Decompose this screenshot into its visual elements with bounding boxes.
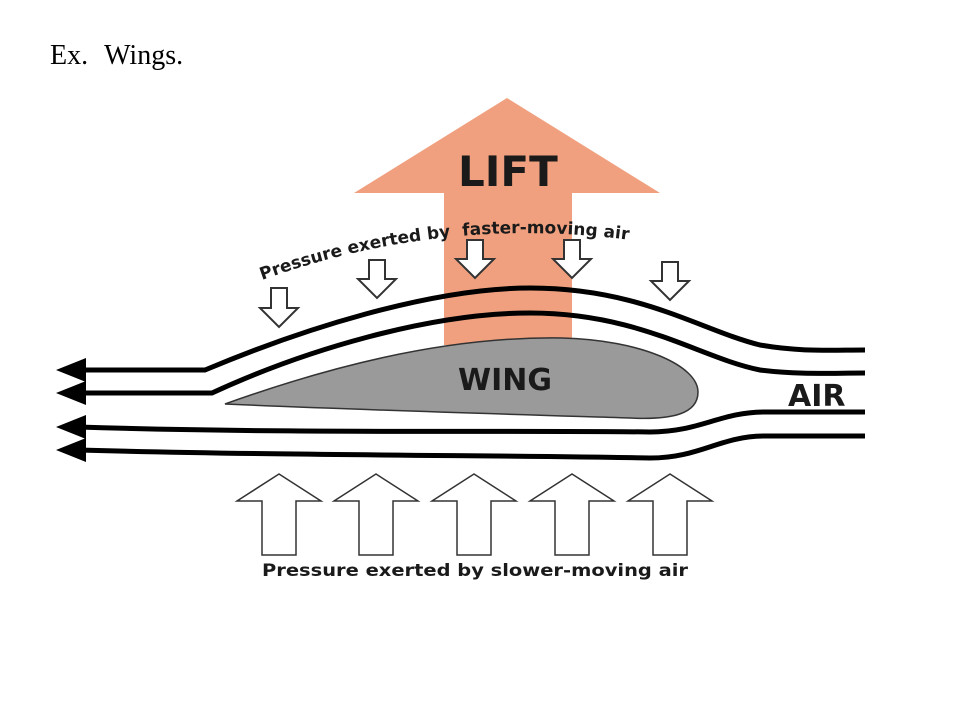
slide-title-text: Wings. [104, 40, 184, 71]
wing-label: WING [458, 363, 552, 398]
up-arrow-icon [527, 473, 617, 556]
top-pressure-arrows [257, 239, 692, 329]
streamline-arrowheads [56, 358, 86, 462]
arrowhead-left-icon [56, 358, 86, 382]
up-arrow-icon [331, 473, 421, 556]
down-arrow-icon [257, 287, 301, 329]
arrowhead-left-icon [56, 438, 86, 462]
streamlines [77, 285, 866, 461]
bottom-pressure-label: Pressure exerted by slower-moving air [262, 561, 689, 581]
streamline-1 [78, 285, 866, 373]
streamline-2 [78, 310, 866, 396]
arrowhead-left-icon [56, 381, 86, 405]
slide-title-prefix: Ex. [50, 40, 89, 71]
down-arrow-icon [550, 239, 594, 280]
slide-title: Ex. Wings. [50, 40, 183, 72]
lift-label: LIFT [458, 147, 558, 196]
arrowhead-left-icon [56, 415, 86, 439]
up-arrow-icon [234, 473, 324, 556]
streamline-4 [77, 433, 865, 461]
streamline-3 [77, 409, 865, 435]
down-arrow-icon [648, 261, 692, 302]
lift-arrow [354, 98, 660, 345]
top-pressure-label-part1: Pressure exerted by [257, 222, 451, 285]
down-arrow-icon [453, 239, 497, 280]
wing-shape [224, 337, 699, 420]
bottom-pressure-arrows [234, 473, 715, 556]
down-arrow-icon [355, 259, 399, 300]
up-arrow-icon [429, 473, 519, 556]
air-label: AIR [788, 379, 845, 414]
up-arrow-icon [625, 473, 715, 556]
